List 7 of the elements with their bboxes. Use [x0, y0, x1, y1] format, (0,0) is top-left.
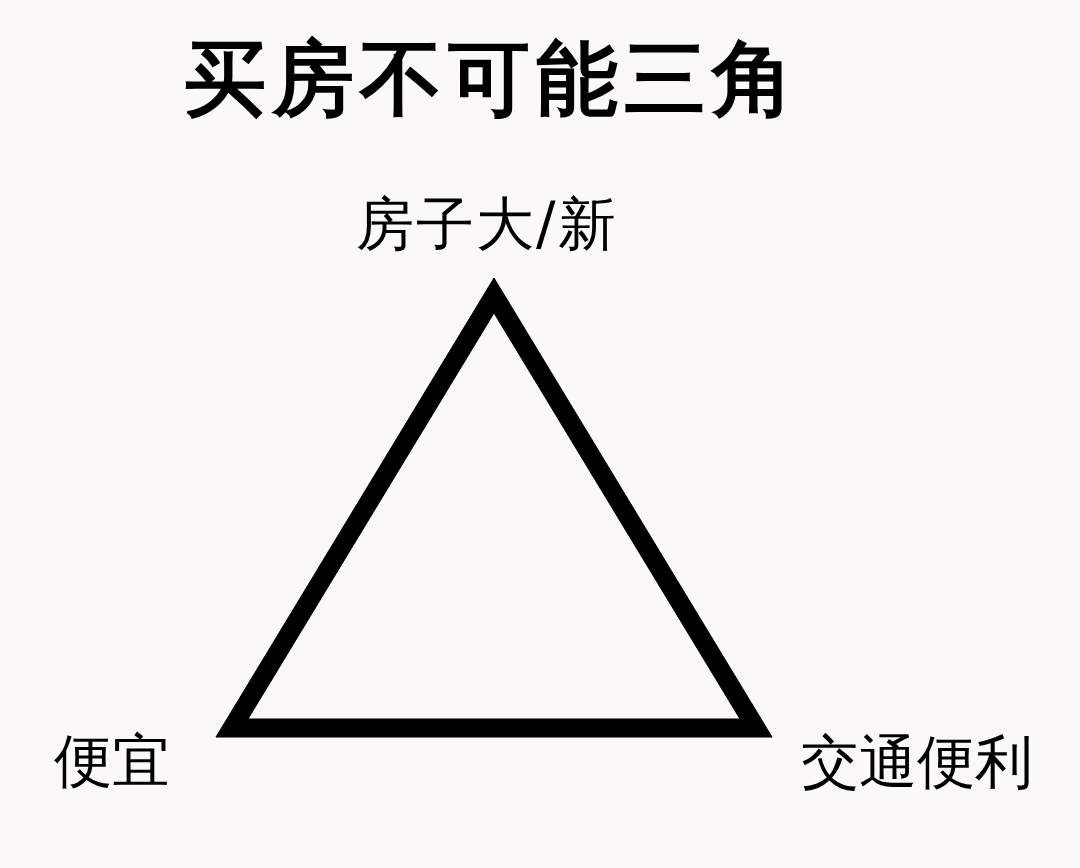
vertex-label: 便宜 [54, 732, 170, 790]
title: 买房不可能三角 [184, 38, 800, 120]
vertex-label: 房子大/新 [356, 195, 618, 253]
triangle-side [493, 277, 773, 738]
triangle-side [215, 718, 773, 738]
triangle-side [215, 277, 495, 738]
vertex-label: 交通便利 [801, 733, 1033, 791]
